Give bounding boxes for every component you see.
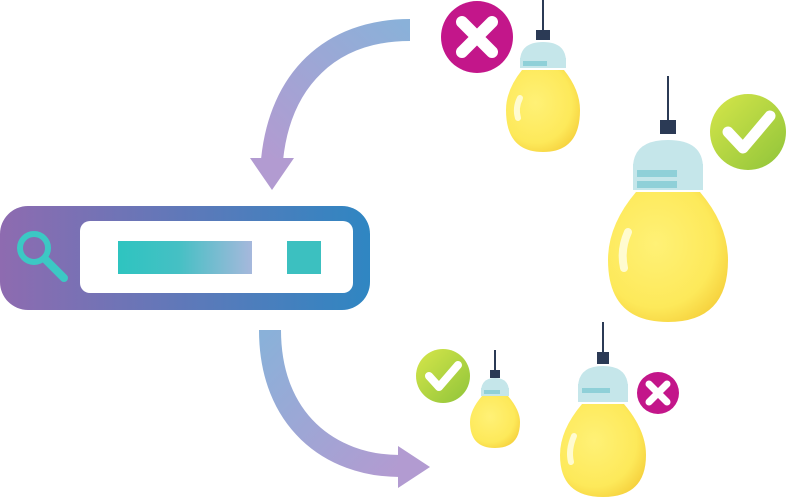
cross-icon	[441, 1, 513, 73]
cross-icon	[637, 372, 679, 414]
search-text-placeholder-bar	[118, 241, 252, 274]
curved-arrow-left-down	[250, 19, 411, 190]
bulb-top-small	[506, 0, 580, 152]
bulb-bottom-medium	[560, 322, 646, 497]
check-icon	[416, 349, 470, 403]
bulb-right-large	[608, 76, 728, 322]
search-cursor-block	[287, 241, 321, 274]
check-icon	[710, 94, 786, 170]
bulb-bottom-small	[470, 350, 520, 448]
search-icon	[17, 231, 68, 282]
search-bar	[0, 206, 370, 310]
curved-arrow-down-right	[259, 329, 430, 488]
